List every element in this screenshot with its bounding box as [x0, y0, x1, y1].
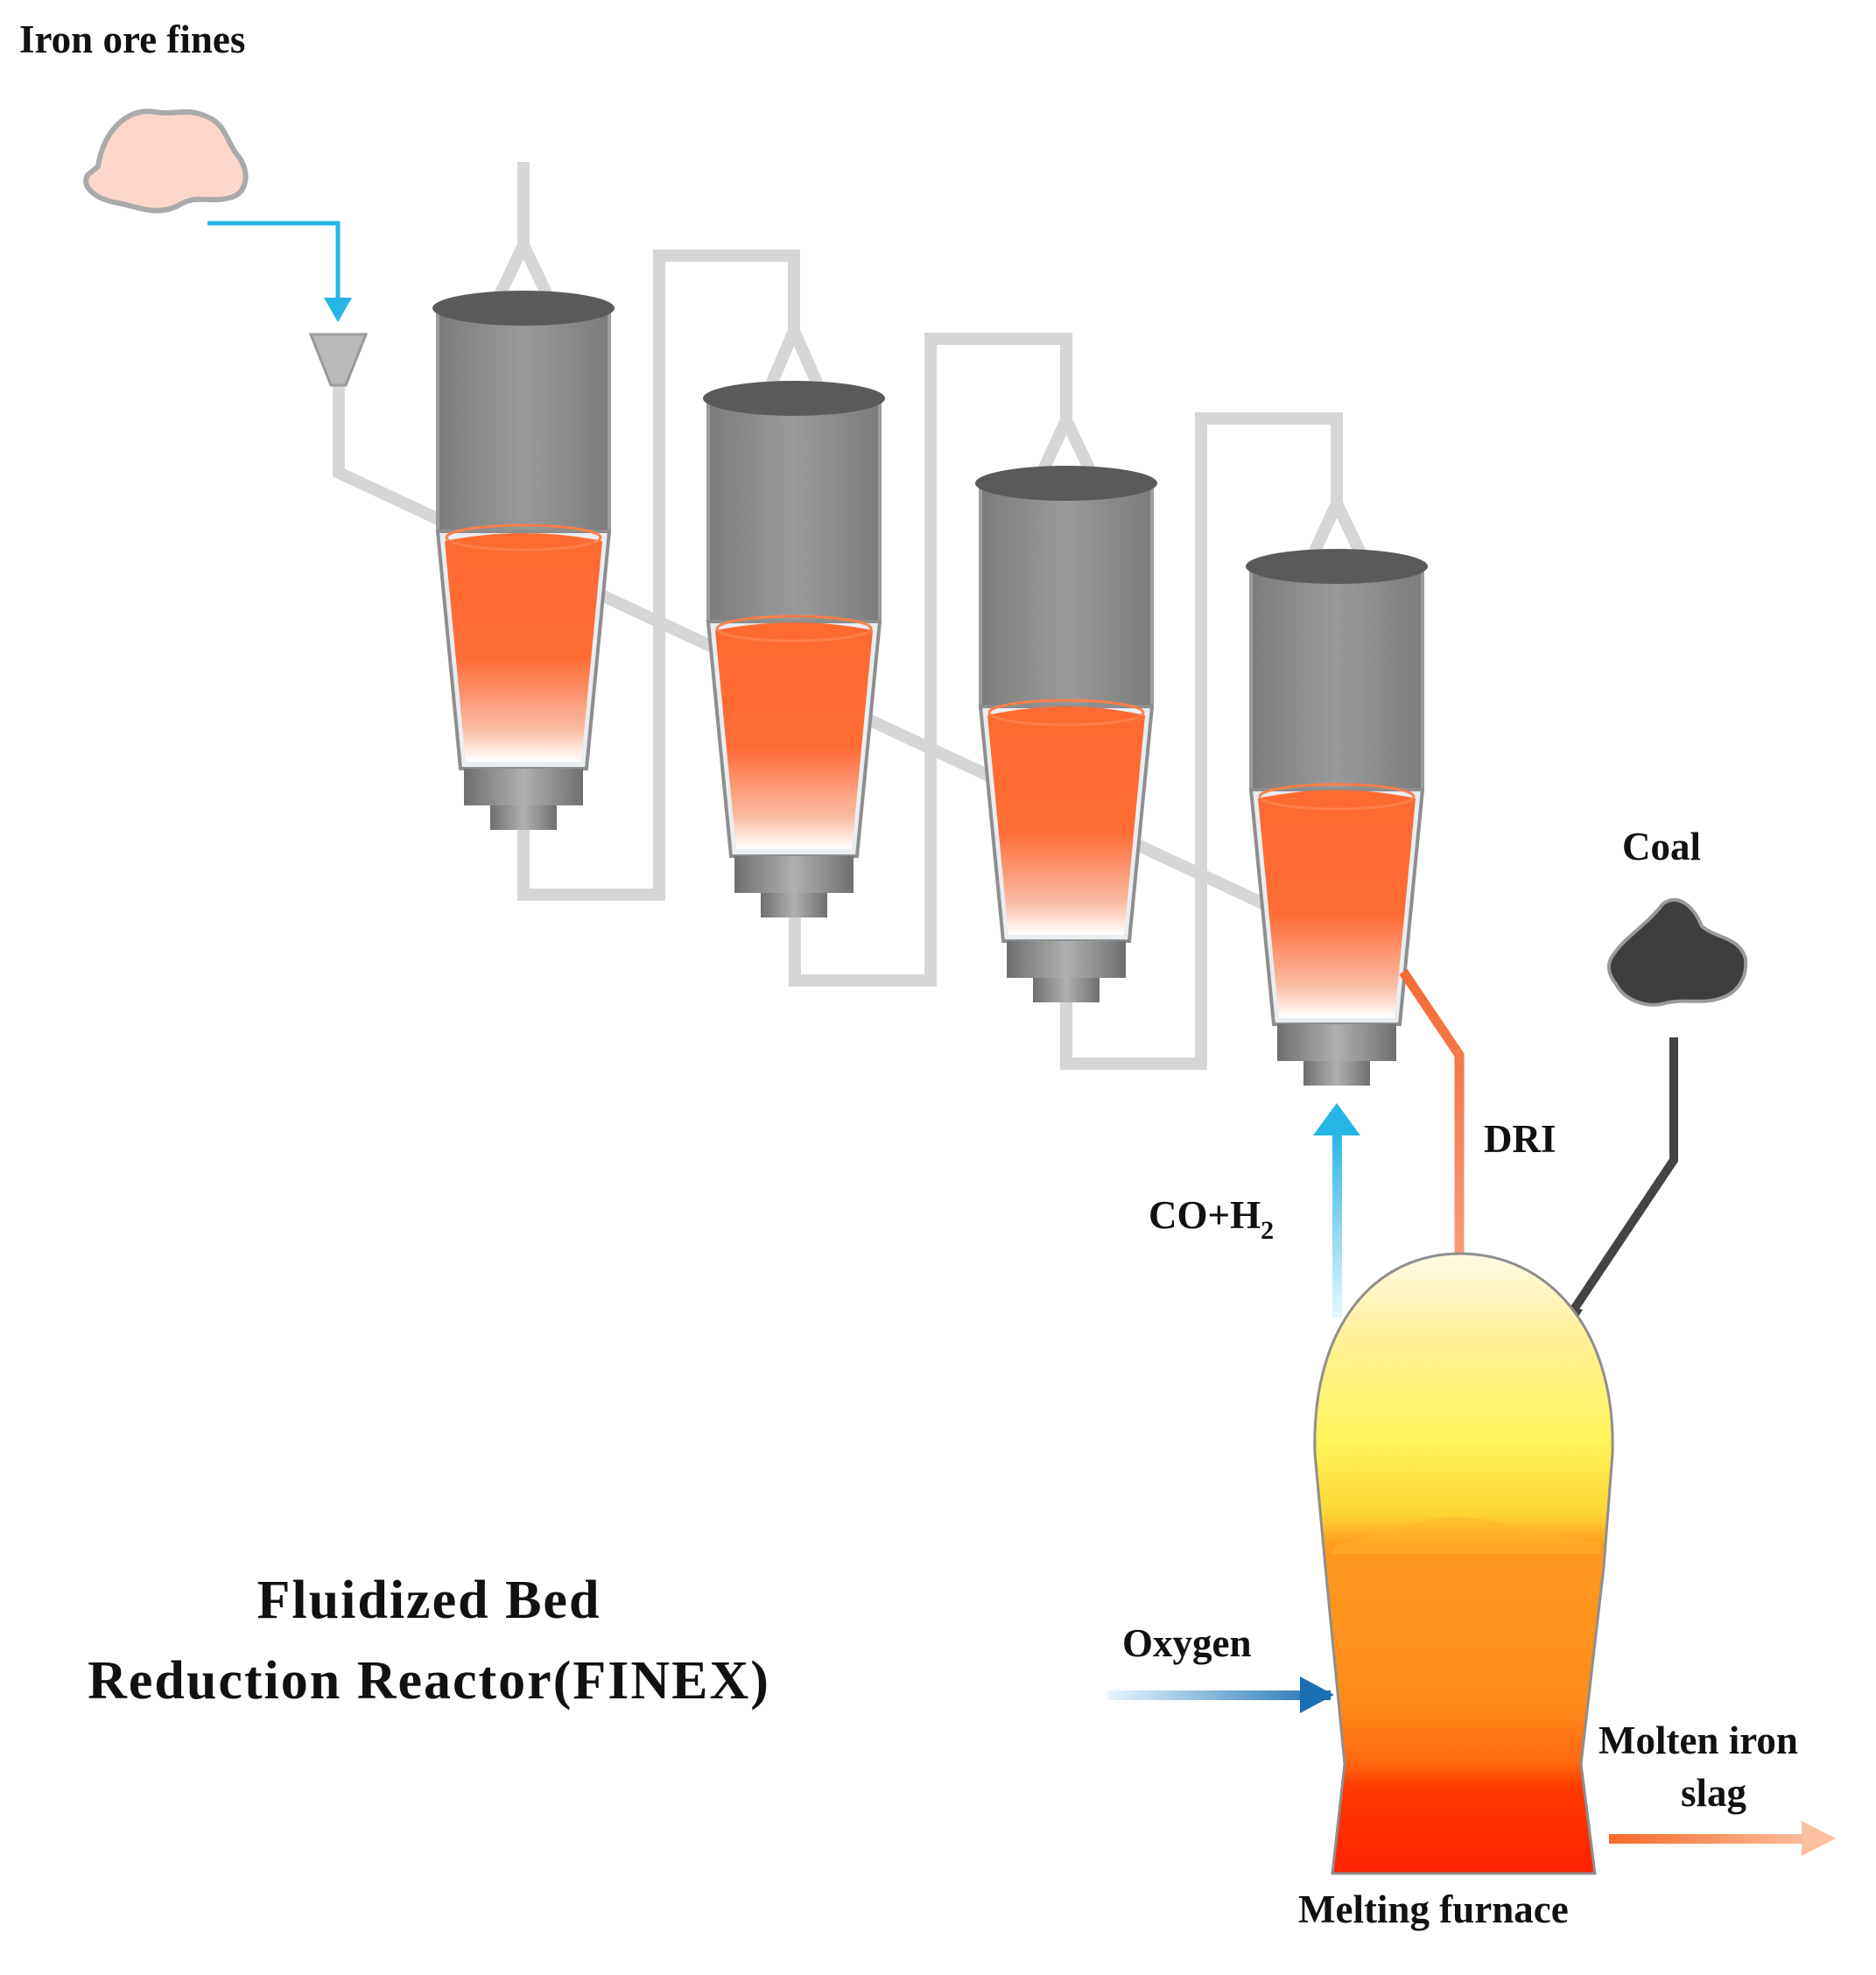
label-coal: Coal — [1622, 825, 1701, 868]
molten-iron-arrowhead — [1802, 1821, 1836, 1856]
melting-furnace — [1313, 1252, 1614, 1875]
reactor-1 — [432, 291, 615, 830]
ore-lump-icon — [83, 109, 249, 214]
reducing-gas-arrowhead — [1313, 1103, 1360, 1135]
molten-iron-line — [1609, 1834, 1815, 1844]
gas-pipe-1 — [517, 250, 800, 901]
coal-lump-icon — [1606, 897, 1748, 1007]
reactor-2 — [703, 381, 885, 917]
gas-pipe-3 — [1060, 412, 1343, 1070]
furnace-burden-mound — [1331, 1517, 1602, 1554]
oxygen-arrowhead — [1300, 1676, 1334, 1713]
label-molten-iron: Molten iron — [1598, 1718, 1798, 1762]
oxygen-line — [1107, 1690, 1331, 1700]
ore-feed-arrow — [207, 221, 341, 308]
label-iron-ore-fines: Iron ore fines — [19, 18, 245, 61]
solids-transfer-pipe — [333, 385, 1281, 917]
ore-feed-arrowhead — [324, 298, 352, 322]
gas-pipe-2 — [789, 333, 1072, 987]
dri-line — [1399, 968, 1465, 1283]
reactor-4-split — [1304, 488, 1370, 564]
label-co-h2: CO+H2 — [1149, 1193, 1274, 1245]
label-dri: DRI — [1484, 1117, 1556, 1161]
diagram-title-line-2: Reduction Reactor(FINEX) — [88, 1651, 770, 1711]
feed-hopper — [308, 333, 369, 387]
reducing-gas-line — [1332, 1129, 1342, 1318]
reactor-3-split — [1034, 405, 1100, 481]
reactor-1-split — [490, 230, 557, 306]
label-slag: slag — [1681, 1771, 1747, 1815]
label-co-h2-subscript: 2 — [1261, 1216, 1274, 1245]
reactor-2-split — [762, 315, 827, 395]
label-melting-furnace: Melting furnace — [1298, 1887, 1569, 1931]
diagram-title-line-1: Fluidized Bed — [257, 1571, 601, 1630]
connecting-pipes — [333, 162, 1370, 1070]
reactor-4 — [1246, 549, 1428, 1086]
coal-feed-line — [1558, 1037, 1678, 1329]
label-oxygen: Oxygen — [1122, 1621, 1252, 1665]
reactor-3 — [975, 466, 1157, 1002]
